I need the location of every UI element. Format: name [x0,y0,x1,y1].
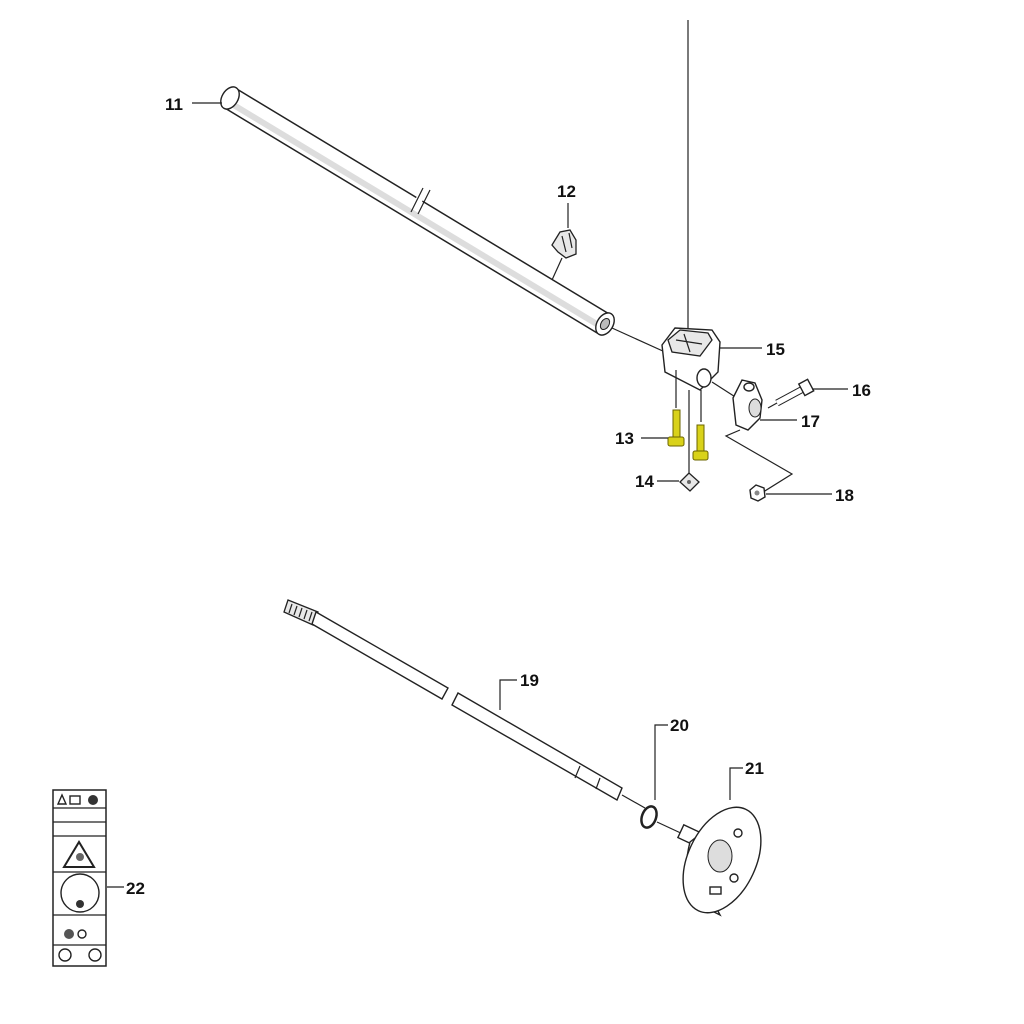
callout-11: 11 [165,95,183,114]
callout-15: 15 [766,340,785,359]
part-13-screws[interactable] [667,409,709,461]
callout-21: 21 [745,759,764,778]
callout-17: 17 [801,412,820,431]
part-12-clip[interactable] [551,229,577,259]
part-16-bolt[interactable] [775,378,815,407]
callout-13: 13 [615,429,634,448]
part-20-o-ring[interactable] [639,804,660,829]
part-15-clamp[interactable] [661,327,721,391]
part-22-warning-decal[interactable] [52,789,107,967]
callout-19: 19 [520,671,539,690]
callout-18: 18 [835,486,854,505]
callout-22: 22 [126,879,145,898]
part-17-bracket[interactable] [732,379,763,431]
callout-12: 12 [557,182,576,201]
callout-16: 16 [852,381,871,400]
part-18-nut[interactable] [749,484,766,502]
part-11-tube[interactable] [217,84,618,339]
callout-14: 14 [635,472,654,491]
part-19-drive-shaft[interactable] [283,599,623,802]
part-14-square-nut[interactable] [679,472,700,492]
callout-20: 20 [670,716,689,735]
part-21-clutch-drum[interactable] [668,795,777,925]
